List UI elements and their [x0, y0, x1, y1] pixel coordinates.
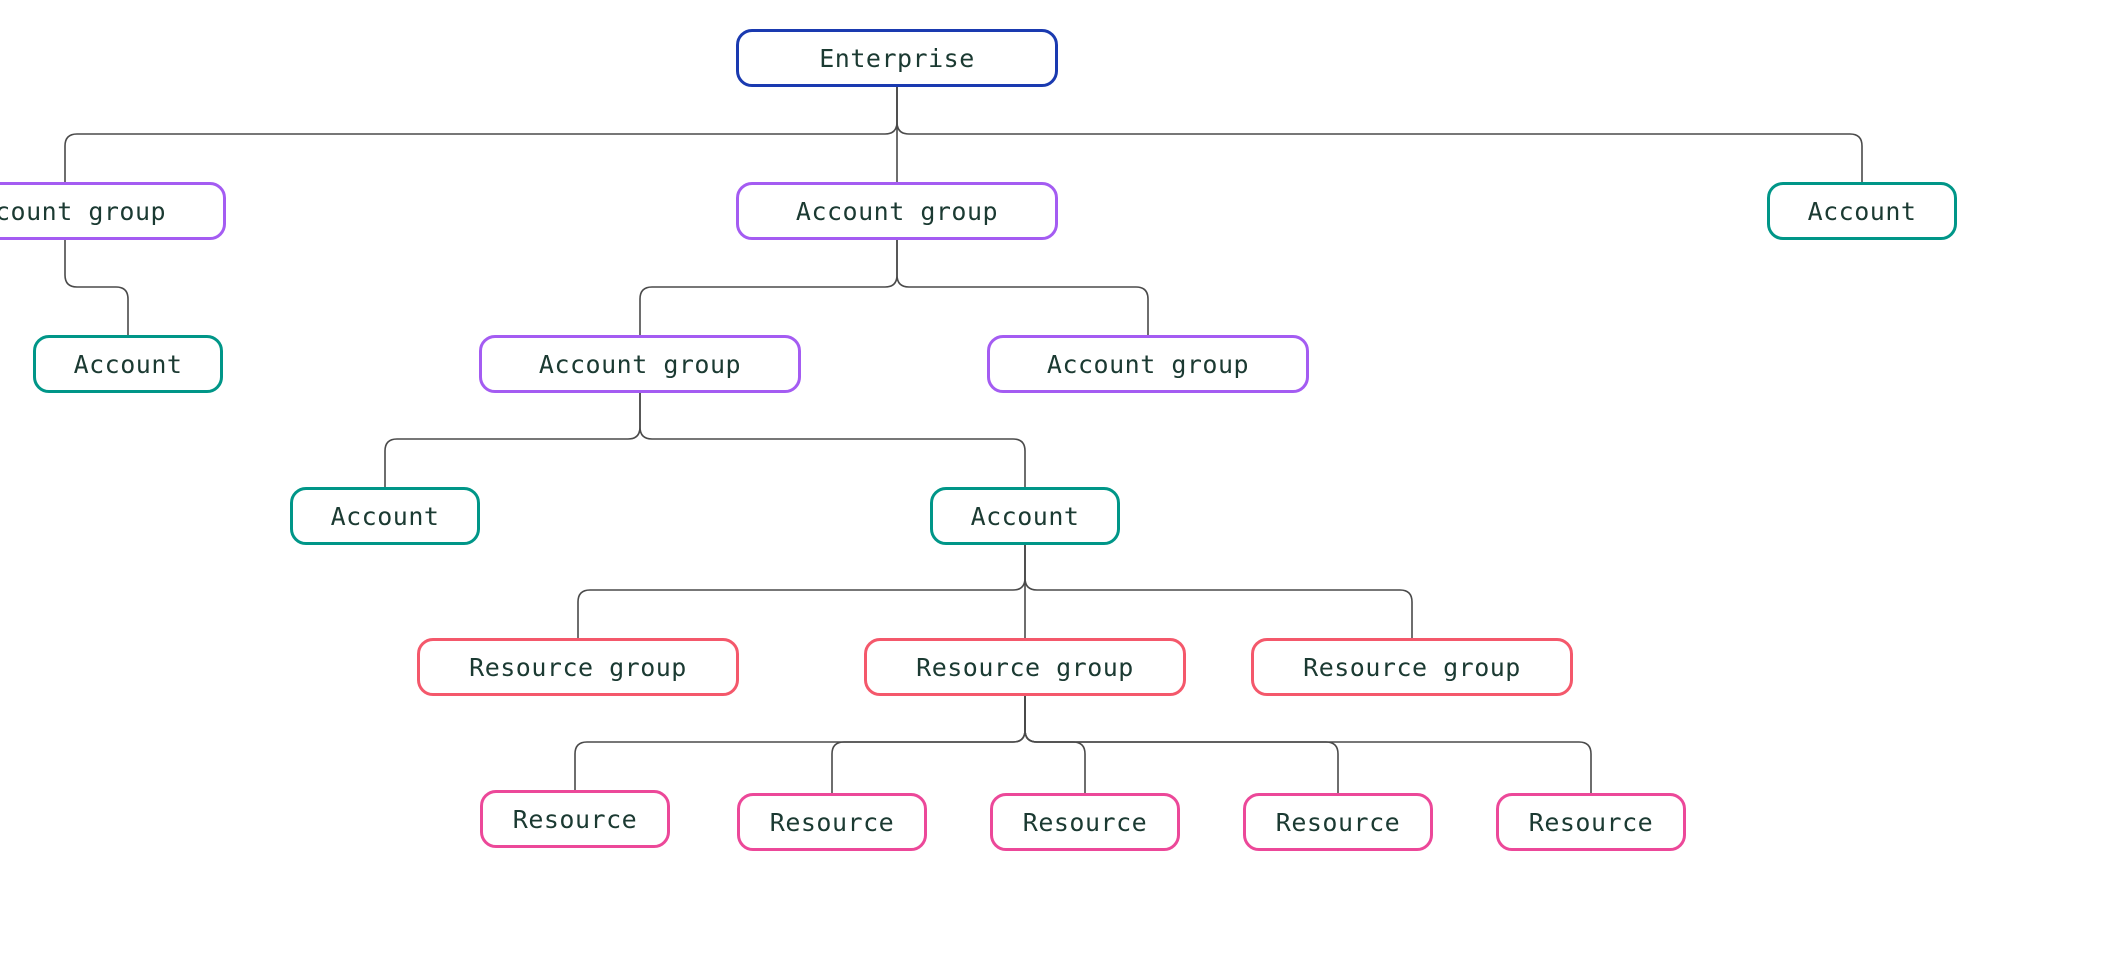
node-label: Account group — [0, 196, 167, 226]
node-acct-l2-left[interactable]: Account — [290, 487, 480, 545]
node-res-3[interactable]: Resource — [990, 793, 1180, 851]
node-label: Resource — [1528, 807, 1654, 837]
node-rg-2[interactable]: Resource group — [864, 638, 1186, 696]
node-ag-mid[interactable]: Account group — [736, 182, 1058, 240]
node-label: Resource — [1275, 807, 1401, 837]
node-res-1[interactable]: Resource — [480, 790, 670, 848]
node-res-4[interactable]: Resource — [1243, 793, 1433, 851]
node-rg-1[interactable]: Resource group — [417, 638, 739, 696]
node-res-2[interactable]: Resource — [737, 793, 927, 851]
node-ag-mid-left[interactable]: Account group — [479, 335, 801, 393]
node-ag-left[interactable]: Account group — [0, 182, 226, 240]
node-enterprise[interactable]: Enterprise — [736, 29, 1058, 87]
node-label: Resource — [769, 807, 895, 837]
node-acct-l2-right[interactable]: Account — [930, 487, 1120, 545]
node-label: Account — [1807, 196, 1917, 226]
node-label: Resource group — [469, 652, 687, 682]
node-label: Account group — [1046, 349, 1250, 379]
node-acct-left[interactable]: Account — [33, 335, 223, 393]
node-label: Resource — [1022, 807, 1148, 837]
node-label: Account group — [795, 196, 999, 226]
node-label: Account — [970, 501, 1080, 531]
node-label: Account — [73, 349, 183, 379]
node-label: Resource — [512, 804, 638, 834]
node-label: Account group — [538, 349, 742, 379]
node-label: Resource group — [916, 652, 1134, 682]
node-rg-3[interactable]: Resource group — [1251, 638, 1573, 696]
node-label: Enterprise — [819, 43, 975, 73]
node-label: Account — [330, 501, 440, 531]
node-acct-right[interactable]: Account — [1767, 182, 1957, 240]
node-label: Resource group — [1303, 652, 1521, 682]
node-ag-mid-right[interactable]: Account group — [987, 335, 1309, 393]
node-res-5[interactable]: Resource — [1496, 793, 1686, 851]
